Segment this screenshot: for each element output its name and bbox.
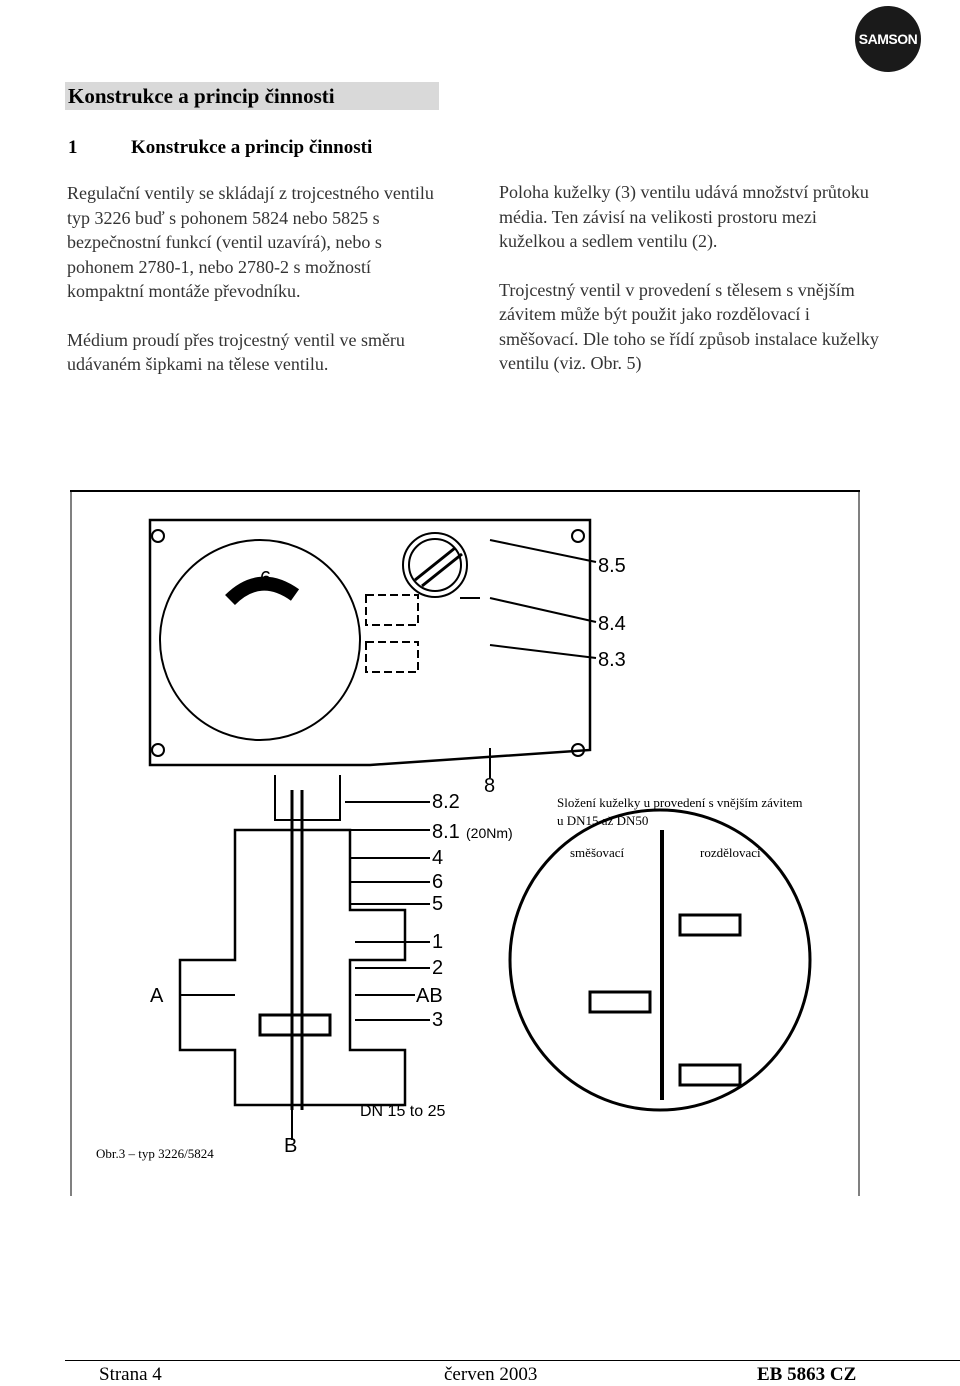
label-8-5: 8.5 xyxy=(598,555,626,577)
logo-text: SAMSON xyxy=(858,31,918,47)
samson-logo: SAMSON xyxy=(855,6,921,72)
footer-divider xyxy=(65,1360,960,1361)
figure-caption: Obr.3 – typ 3226/5824 xyxy=(96,1146,214,1161)
right-column: Poloha kuželky (3) ventilu udává množstv… xyxy=(499,180,879,400)
label-4: 4 xyxy=(432,847,443,869)
valve-figure: 6 8.5 8.4 8.3 8 8.2 8.1 (20Nm) 4 6 5 1 2… xyxy=(70,490,860,1196)
label-8-3: 8.3 xyxy=(598,649,626,671)
label-8-2: 8.2 xyxy=(432,791,460,813)
inset-title-line-2: u DN15 až DN50 xyxy=(557,813,648,828)
label-6: 6 xyxy=(432,871,443,893)
chapter-heading: Konstrukce a princip činnosti xyxy=(65,82,439,110)
chapter-heading-text: Konstrukce a princip činnosti xyxy=(68,84,335,108)
port-b-label: B xyxy=(284,1135,297,1157)
paragraph: Regulační ventily se skládají z trojcest… xyxy=(67,183,434,301)
page-number: Strana 4 xyxy=(99,1364,162,1385)
label-8-1: 8.1 xyxy=(432,821,460,843)
label-5: 5 xyxy=(432,893,443,915)
inset-mixing-label: směšovací xyxy=(570,845,625,860)
label-2: 2 xyxy=(432,957,443,979)
document-date: červen 2003 xyxy=(444,1364,538,1385)
dn-label: DN 15 to 25 xyxy=(360,1103,445,1120)
label-torque: (20Nm) xyxy=(466,825,513,841)
label-3: 3 xyxy=(432,1009,443,1031)
valve-drawing: 6 8.5 8.4 8.3 8 8.2 8.1 (20Nm) 4 6 5 1 2… xyxy=(70,490,860,1196)
section-title: Konstrukce a princip činnosti xyxy=(131,137,373,158)
left-column: Regulační ventily se skládají z trojcest… xyxy=(67,181,452,401)
section-number: 1 xyxy=(68,137,78,158)
port-ab-label: AB xyxy=(416,985,443,1007)
dial-number: 6 xyxy=(260,568,271,590)
label-8: 8 xyxy=(484,775,495,797)
paragraph: Médium proudí přes trojcestný ventil ve … xyxy=(67,329,405,375)
label-1: 1 xyxy=(432,931,443,953)
paragraph: Poloha kuželky (3) ventilu udává množstv… xyxy=(499,182,869,251)
port-a-label: A xyxy=(150,985,164,1007)
paragraph: Trojcestný ventil v provedení s tělesem … xyxy=(499,279,879,374)
label-8-4: 8.4 xyxy=(598,613,626,635)
inset-diverting-label: rozdělovací xyxy=(700,845,761,860)
document-id: EB 5863 CZ xyxy=(757,1364,857,1385)
inset-title-line-1: Složení kuželky u provedení s vnějším zá… xyxy=(557,795,803,810)
